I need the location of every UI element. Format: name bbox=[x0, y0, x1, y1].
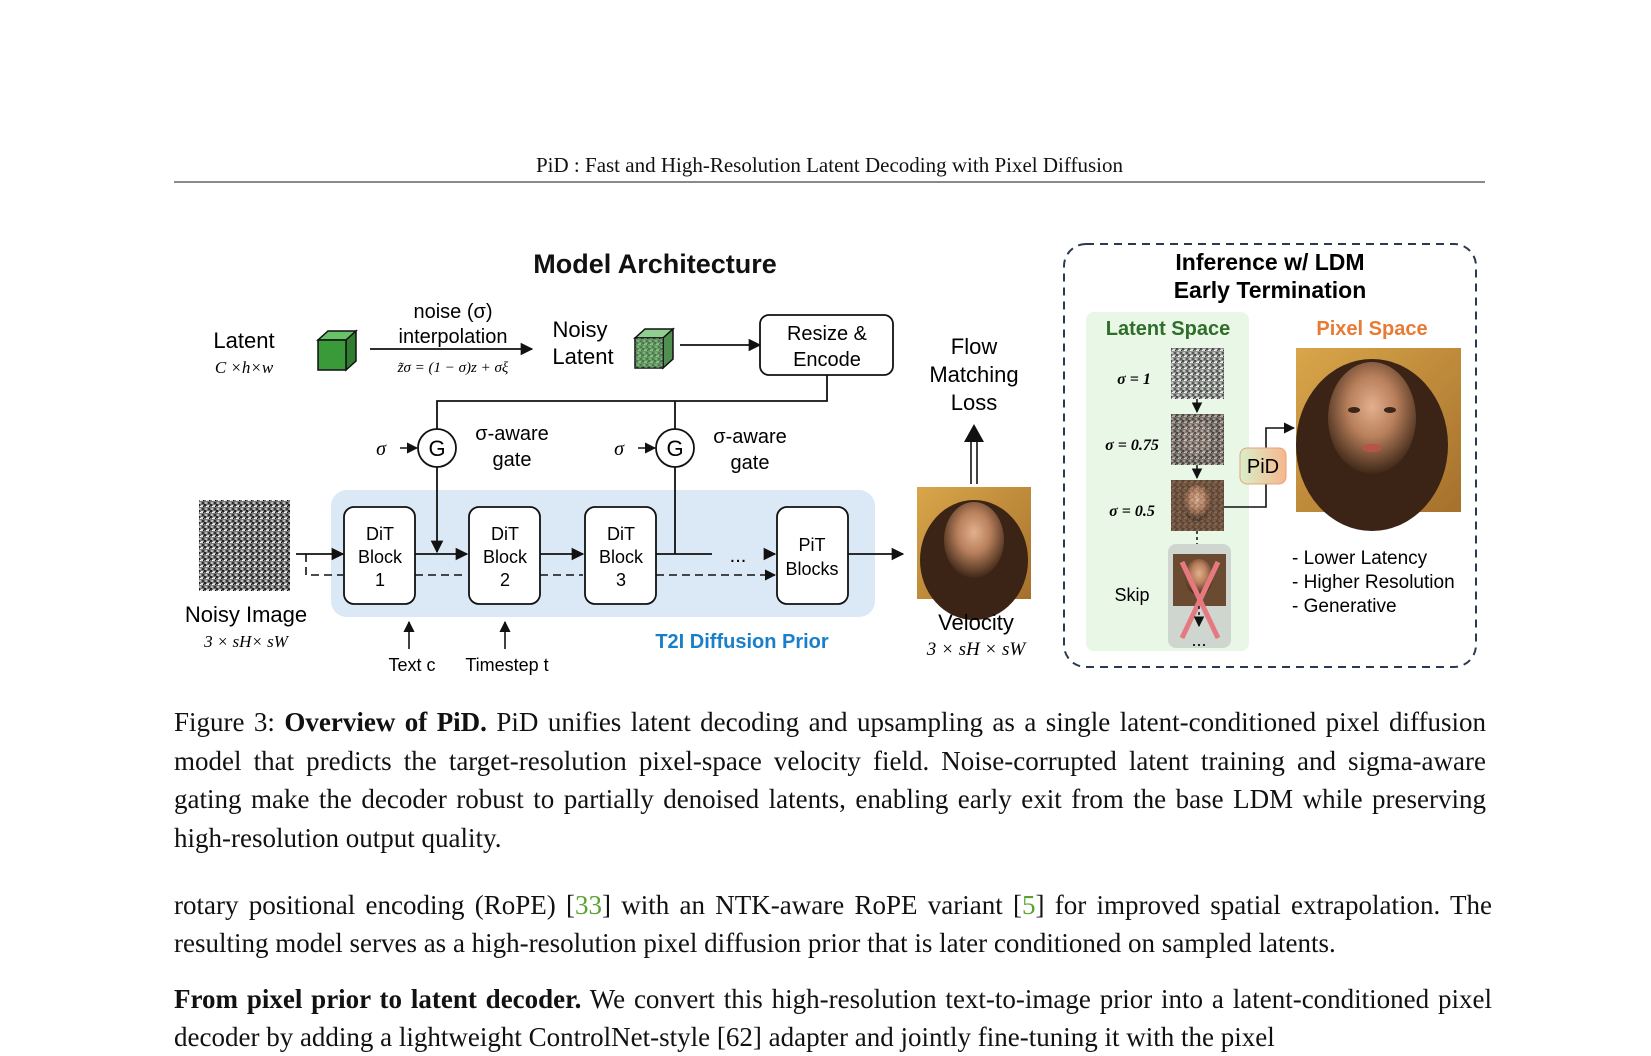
inference-title-2: Early Termination bbox=[1174, 277, 1367, 303]
blocks-ellipsis: ... bbox=[730, 545, 747, 567]
architecture-figure: Model Architecture Latent C ×h×w noise (… bbox=[185, 243, 1477, 675]
latent-space-label: Latent Space bbox=[1106, 318, 1230, 340]
dit-block-3-label-2: Block bbox=[599, 547, 644, 567]
gate-2-letter: G bbox=[666, 436, 683, 461]
caption-label: Figure 3: bbox=[174, 707, 275, 737]
noisy-image bbox=[199, 500, 290, 591]
skip-label: Skip bbox=[1114, 585, 1149, 605]
noisy-latent-cube-icon bbox=[633, 327, 675, 370]
latent-dims: C ×h×w bbox=[215, 358, 274, 377]
pit-label-1: PiT bbox=[799, 535, 826, 555]
pid-badge bbox=[1239, 447, 1287, 485]
noisy-latent-label-2: Latent bbox=[552, 344, 613, 369]
benefit-resolution: - Higher Resolution bbox=[1292, 572, 1455, 593]
noisy-image-label: Noisy Image bbox=[185, 602, 307, 627]
condition-route bbox=[436, 375, 828, 431]
caption-title: Overview of PiD. bbox=[284, 707, 487, 737]
model-architecture-title: Model Architecture bbox=[533, 249, 777, 279]
velocity-label: Velocity bbox=[938, 610, 1014, 635]
pid-badge-label: PiD bbox=[1247, 456, 1279, 478]
velocity-dims: 3 × sH × sW bbox=[926, 639, 1028, 660]
figure-caption: Figure 3: Overview of PiD. PiD unifies l… bbox=[174, 703, 1486, 857]
body-paragraph-1: rotary positional encoding (RoPE) [33] w… bbox=[174, 886, 1492, 962]
pixel-space-portrait-image bbox=[1296, 348, 1461, 531]
sigma-level-3: σ = 0.5 bbox=[1109, 503, 1155, 520]
latent-sample-1 bbox=[1171, 348, 1224, 399]
inference-title-1: Inference w/ LDM bbox=[1175, 249, 1364, 275]
dit-block-2 bbox=[468, 506, 541, 605]
noise-formula: z̃σ = (1 − σ)z + σξ bbox=[397, 360, 509, 376]
velocity-portrait-image bbox=[917, 487, 1031, 620]
body-paragraph-2: From pixel prior to latent decoder. We c… bbox=[174, 980, 1492, 1056]
running-title: PiD : Fast and High-Resolution Latent De… bbox=[536, 153, 1123, 177]
noisy-latent-label-1: Noisy bbox=[552, 317, 607, 342]
dit-block-2-label-2: Block bbox=[483, 547, 528, 567]
latent-cube-icon bbox=[316, 329, 358, 372]
dit-block-3-index: 3 bbox=[616, 570, 626, 590]
paragraph-1-text-b: ] with an NTK-aware RoPE variant [ bbox=[602, 890, 1023, 920]
loss-arrow bbox=[964, 424, 984, 442]
flow-label-1: Flow bbox=[951, 334, 998, 359]
flow-label-2: Matching bbox=[929, 362, 1018, 387]
gate-1-label-2: gate bbox=[493, 449, 532, 471]
sigma-input-1: σ bbox=[376, 438, 387, 460]
timestep-label: Timestep t bbox=[465, 655, 548, 675]
paragraph-2-heading: From pixel prior to latent decoder. bbox=[174, 984, 582, 1014]
encode-label: Encode bbox=[793, 349, 861, 371]
noisy-image-dims: 3 × sH× sW bbox=[203, 632, 290, 651]
citation-5[interactable]: 5 bbox=[1022, 890, 1036, 920]
paragraph-1-text-c: ] for improved spatial extrapolation. Th… bbox=[174, 890, 1492, 958]
pit-blocks bbox=[776, 506, 849, 605]
inference-panel bbox=[1063, 243, 1477, 668]
caption-text: PiD unifies latent decoding and upsampli… bbox=[174, 707, 1486, 853]
paragraph-1-text-a: rotary positional encoding (RoPE) [ bbox=[174, 890, 576, 920]
latent-sample-3 bbox=[1171, 480, 1224, 531]
citation-33[interactable]: 33 bbox=[575, 890, 603, 920]
dit-block-1 bbox=[343, 506, 416, 605]
latent-label: Latent bbox=[213, 328, 274, 353]
dit-block-1-index: 1 bbox=[375, 570, 385, 590]
flow-label-3: Loss bbox=[951, 390, 997, 415]
diffusion-prior-label: T2I Diffusion Prior bbox=[655, 631, 829, 653]
sigma-level-1: σ = 1 bbox=[1117, 371, 1151, 388]
interpolation-label: interpolation bbox=[399, 326, 508, 348]
benefit-generative: - Generative bbox=[1292, 596, 1397, 617]
dit-block-1-label: DiT bbox=[366, 524, 394, 544]
dit-block-3-label: DiT bbox=[607, 524, 635, 544]
gate-1-letter: G bbox=[428, 436, 445, 461]
header-rule bbox=[174, 181, 1485, 183]
dit-block-2-label: DiT bbox=[491, 524, 519, 544]
skip-ellipsis: ... bbox=[1191, 630, 1206, 650]
text-condition-label: Text c bbox=[388, 655, 435, 675]
resize-label: Resize & bbox=[787, 323, 868, 345]
dit-block-2-index: 2 bbox=[500, 570, 510, 590]
dit-block-3 bbox=[584, 506, 657, 605]
noise-label: noise (σ) bbox=[413, 301, 492, 323]
gate-2-label-2: gate bbox=[731, 452, 770, 474]
dit-block-1-label-2: Block bbox=[358, 547, 403, 567]
benefit-latency: - Lower Latency bbox=[1292, 548, 1428, 569]
pit-label-2: Blocks bbox=[785, 559, 838, 579]
gate-1-label-1: σ-aware bbox=[475, 423, 548, 445]
sigma-input-2: σ bbox=[614, 438, 625, 460]
latent-sample-2 bbox=[1171, 414, 1224, 465]
pixel-space-label: Pixel Space bbox=[1316, 318, 1427, 340]
sigma-level-2: σ = 0.75 bbox=[1105, 437, 1159, 454]
gate-2-label-1: σ-aware bbox=[713, 426, 786, 448]
